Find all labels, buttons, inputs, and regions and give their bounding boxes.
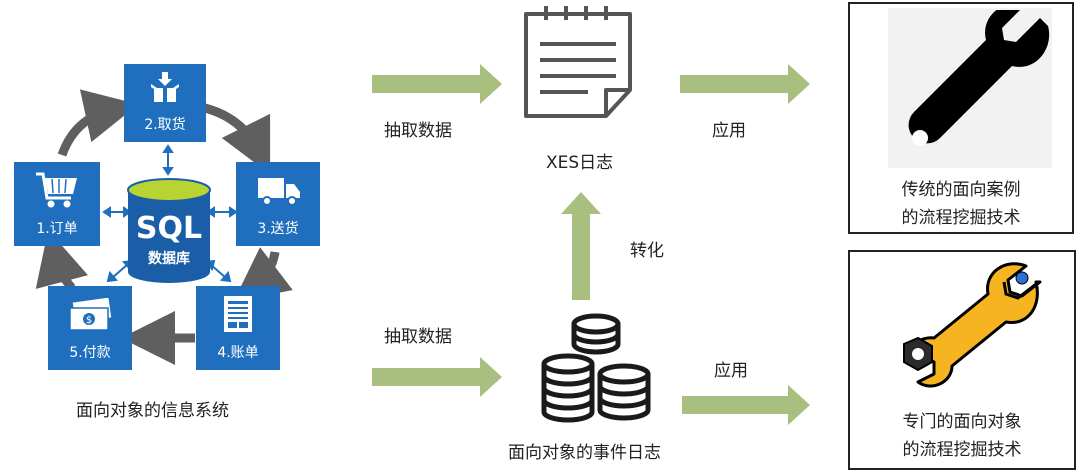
- node-payment: $ 5.付款: [48, 286, 132, 370]
- node-pickup: 2.取货: [124, 64, 206, 142]
- database-label: 数据库: [148, 251, 190, 267]
- invoice-icon: [224, 296, 252, 332]
- node-pickup-label: 2.取货: [144, 117, 186, 133]
- document-icon: [524, 6, 632, 118]
- cart-icon: [36, 172, 77, 208]
- dedicated-process-mining-box: 专门的面向对象 的流程挖掘技术: [848, 250, 1076, 470]
- database-stack-icon: [541, 313, 651, 423]
- cycle-arrow-delivery-to-bill: [233, 247, 293, 302]
- node-bill-label: 4.账单: [217, 345, 259, 361]
- cycle-arrows: [35, 89, 293, 365]
- xes-log-label: XES日志: [546, 153, 614, 173]
- wrench-icon: [908, 10, 1050, 146]
- label-apply-bottom: 应用: [714, 361, 748, 381]
- information-system-caption: 面向对象的信息系统: [76, 401, 229, 421]
- label-apply-top: 应用: [712, 121, 746, 141]
- node-order: 1.订单: [14, 162, 100, 246]
- truck-icon: [258, 178, 300, 206]
- arrow-extract-top: [372, 64, 502, 104]
- arrow-extract-bottom: [372, 357, 502, 397]
- money-icon: $: [69, 298, 112, 331]
- arrow-apply-top: [680, 64, 810, 104]
- event-log-label: 面向对象的事件日志: [508, 443, 661, 463]
- node-delivery: 3.送货: [236, 162, 320, 246]
- dedicated-line2: 的流程挖掘技术: [902, 440, 1022, 460]
- database-cylinder: [127, 178, 211, 283]
- cycle-arrow-payment-to-order: [35, 229, 88, 292]
- dedicated-line1: 专门的面向对象: [902, 412, 1022, 432]
- label-extract-top: 抽取数据: [384, 121, 452, 141]
- node-bill: 4.账单: [196, 286, 280, 370]
- arrow-convert: [561, 192, 601, 300]
- node-order-label: 1.订单: [36, 221, 78, 237]
- traditional-line2: 的流程挖掘技术: [901, 208, 1021, 228]
- svg-text:$: $: [86, 315, 92, 326]
- box-icon: [151, 72, 179, 102]
- traditional-process-mining-box: 传统的面向案例 的流程挖掘技术: [848, 2, 1074, 234]
- wrench-nut-icon: [903, 262, 1042, 388]
- sql-label: SQL: [135, 211, 203, 246]
- node-payment-label: 5.付款: [69, 345, 111, 361]
- label-convert: 转化: [630, 241, 664, 261]
- sql-database: SQL 数据库: [126, 178, 212, 286]
- label-extract-bottom: 抽取数据: [384, 327, 452, 347]
- link-payment-db: [111, 263, 129, 279]
- cycle-arrow-order-to-pickup: [57, 89, 139, 157]
- cycle-arrow-pickup-to-delivery: [203, 103, 271, 175]
- traditional-line1: 传统的面向案例: [901, 180, 1021, 200]
- arrow-apply-bottom: [682, 385, 810, 425]
- node-delivery-label: 3.送货: [257, 221, 299, 237]
